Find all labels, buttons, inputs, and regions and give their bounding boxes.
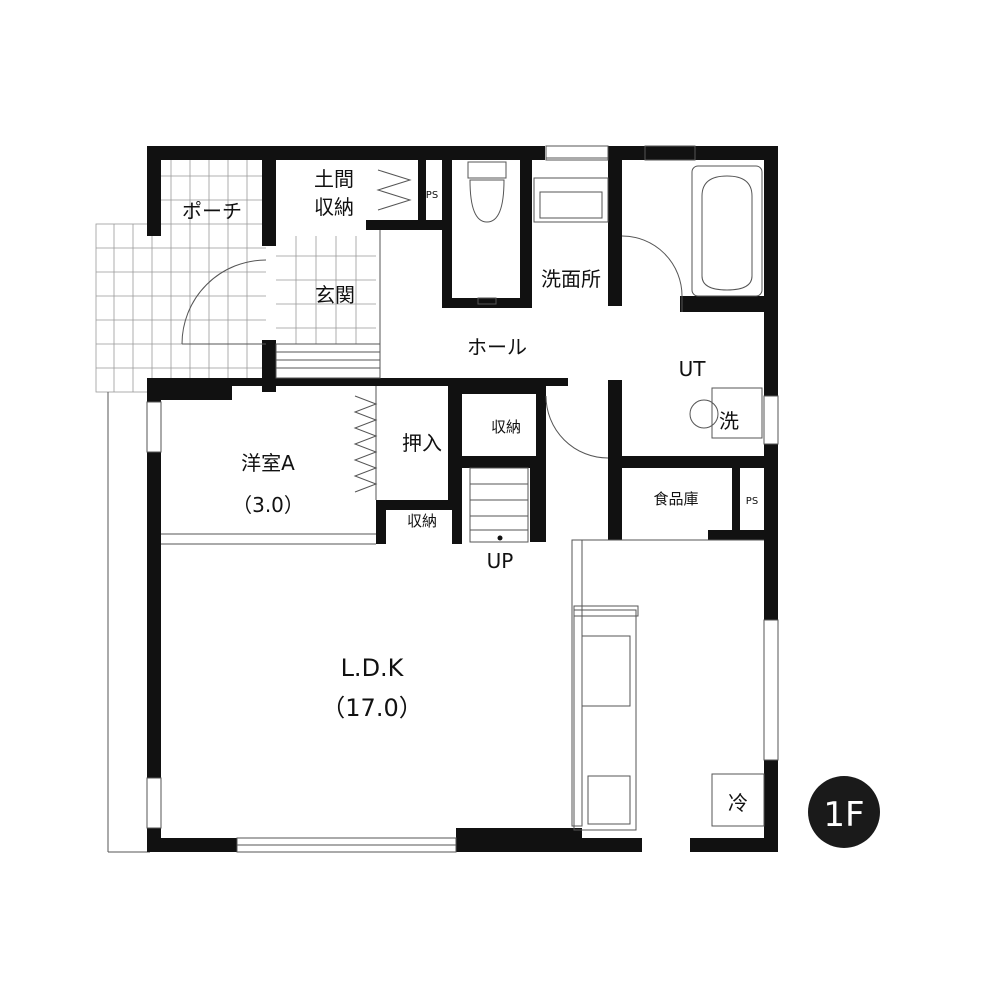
label-hall: ホール: [467, 335, 527, 359]
label-ps-right: PS: [746, 496, 758, 507]
label-western-room: 洋室A: [241, 451, 295, 475]
label-fridge: 冷: [728, 791, 748, 815]
label-washroom: 洗面所: [541, 267, 601, 291]
label-doma-storage-line2: 収納: [314, 195, 354, 219]
label-porch: ポーチ: [182, 199, 242, 223]
label-ldk: L.D.K: [341, 654, 405, 682]
room-labels: ポーチ 土間 収納 PS 玄関 洗面所 ホール UT 洗 洋室A （3.0） 押…: [182, 167, 758, 815]
label-ut: UT: [679, 357, 707, 381]
floor-badge-text: 1F: [823, 795, 864, 835]
walls: [147, 146, 778, 852]
label-ps-top: PS: [426, 190, 438, 201]
label-washer: 洗: [719, 409, 739, 433]
outline-guide: [107, 392, 150, 853]
label-ldk-size: （17.0）: [321, 694, 422, 722]
label-entrance: 玄関: [315, 283, 355, 307]
fixtures: [146, 145, 779, 853]
label-doma-storage-line1: 土間: [314, 167, 354, 191]
label-western-room-size: （3.0）: [232, 493, 304, 517]
label-pantry: 食品庫: [653, 490, 698, 508]
label-up: UP: [487, 549, 514, 573]
label-storage-b: 収納: [407, 512, 437, 530]
label-storage-a: 収納: [491, 418, 521, 436]
label-oshiire: 押入: [402, 431, 442, 455]
floor-badge: 1F: [808, 776, 880, 848]
